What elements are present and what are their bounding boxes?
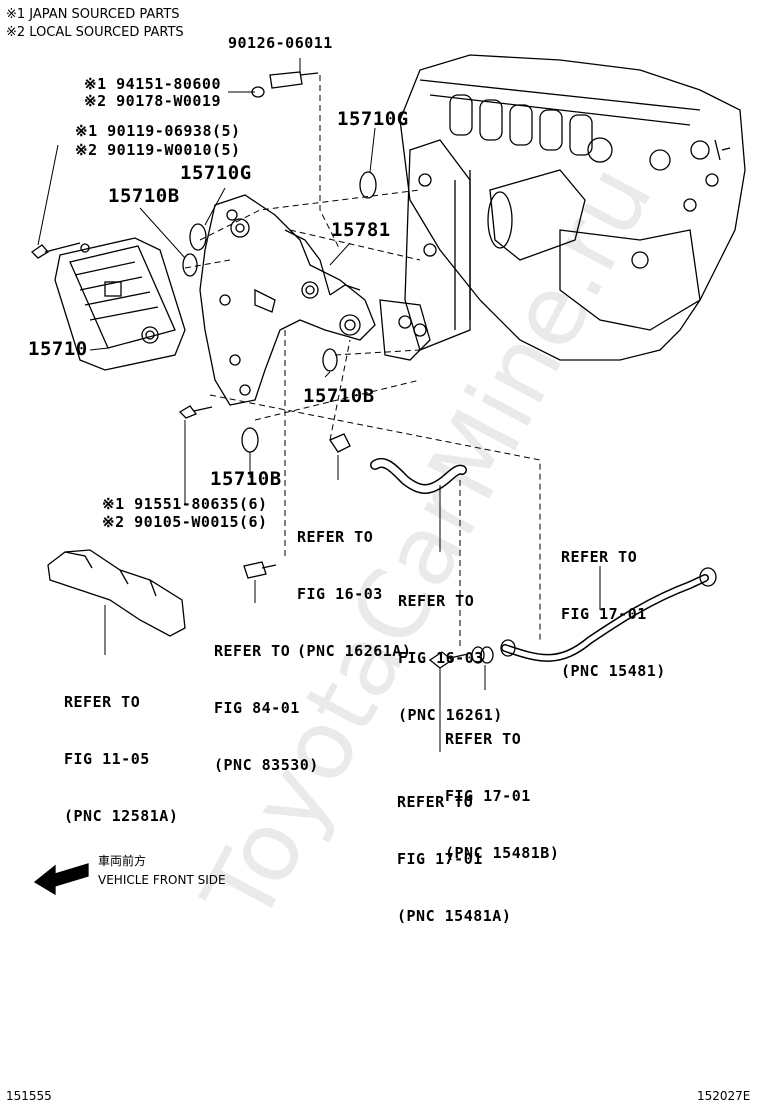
japan-sourced-note: ※1 JAPAN SOURCED PARTS bbox=[6, 7, 180, 22]
refer-12581a[interactable]: REFER TO FIG 11-05 (PNC 12581A) bbox=[64, 655, 178, 845]
part-label-90105[interactable]: ※2 90105-W0015(6) bbox=[102, 513, 268, 531]
refer-12581a-line3: (PNC 12581A) bbox=[64, 807, 179, 825]
refer-15481b-line2: FIG 17-01 bbox=[445, 787, 531, 805]
refer-15481a-line2: FIG 17-01 bbox=[397, 850, 483, 868]
part-label-15710b-mid[interactable]: 15710B bbox=[303, 385, 375, 407]
part-label-90178[interactable]: ※2 90178-W0019 bbox=[84, 92, 221, 110]
refer-15481-line3: (PNC 15481) bbox=[561, 662, 666, 680]
local-sourced-note: ※2 LOCAL SOURCED PARTS bbox=[6, 25, 184, 40]
vehicle-front-jp: 車両前方 bbox=[98, 854, 147, 868]
refer-83530-line2: FIG 84-01 bbox=[214, 699, 300, 717]
refer-16261[interactable]: REFER TO FIG 16-03 (PNC 16261) bbox=[398, 554, 503, 744]
cooler-housing-drawing bbox=[199, 194, 376, 406]
part-label-15781[interactable]: 15781 bbox=[331, 219, 391, 241]
small-parts-drawing bbox=[30, 71, 717, 669]
refer-12581a-line2: FIG 11-05 bbox=[64, 750, 150, 768]
refer-16261-line3: (PNC 16261) bbox=[398, 706, 503, 724]
refer-15481a-line1: REFER TO bbox=[397, 793, 474, 811]
part-label-94151[interactable]: ※1 94151-80600 bbox=[84, 75, 221, 93]
refer-83530[interactable]: REFER TO FIG 84-01 (PNC 83530) bbox=[214, 604, 319, 794]
part-label-15710b-low[interactable]: 15710B bbox=[210, 468, 282, 490]
refer-16261-line2: FIG 16-03 bbox=[398, 649, 484, 667]
refer-16261a-line2: FIG 16-03 bbox=[297, 585, 383, 603]
part-label-91551[interactable]: ※1 91551-80635(6) bbox=[102, 495, 268, 513]
oil-cooler-drawing bbox=[54, 237, 186, 371]
footer-code-left: 151555 bbox=[6, 1089, 52, 1103]
vehicle-front-en: VEHICLE FRONT SIDE bbox=[98, 873, 226, 887]
refer-16261-line1: REFER TO bbox=[398, 592, 475, 610]
footer-code-right: 152027E bbox=[697, 1089, 751, 1103]
part-label-15710g-left[interactable]: 15710G bbox=[180, 162, 252, 184]
refer-83530-line3: (PNC 83530) bbox=[214, 756, 319, 774]
refer-15481b-line3: (PNC 15481B) bbox=[445, 844, 560, 862]
part-label-90126[interactable]: 90126-06011 bbox=[228, 34, 333, 52]
part-label-15710b-left[interactable]: 15710B bbox=[108, 185, 180, 207]
refer-15481b-line1: REFER TO bbox=[445, 730, 522, 748]
refer-15481a-line3: (PNC 15481A) bbox=[397, 907, 512, 925]
refer-15481-line2: FIG 17-01 bbox=[561, 605, 647, 623]
refer-15481b[interactable]: REFER TO FIG 17-01 (PNC 15481B) bbox=[445, 692, 559, 882]
leader-lines bbox=[37, 58, 601, 752]
refer-16261a[interactable]: REFER TO FIG 16-03 (PNC 16261A) bbox=[297, 490, 411, 680]
part-label-90119-jp[interactable]: ※1 90119-06938(5) bbox=[75, 122, 241, 140]
vehicle-front-arrow-icon bbox=[33, 863, 89, 896]
dashed-guides bbox=[184, 75, 541, 650]
refer-15481-line1: REFER TO bbox=[561, 548, 638, 566]
part-label-15710g-right[interactable]: 15710G bbox=[337, 108, 409, 130]
engine-block-drawing bbox=[379, 54, 746, 361]
refer-15481a[interactable]: REFER TO FIG 17-01 (PNC 15481A) bbox=[397, 755, 511, 945]
refer-16261a-line1: REFER TO bbox=[297, 528, 374, 546]
refer-12581a-line1: REFER TO bbox=[64, 693, 141, 711]
refer-15481[interactable]: REFER TO FIG 17-01 (PNC 15481) bbox=[561, 510, 666, 700]
refer-83530-line1: REFER TO bbox=[214, 642, 291, 660]
part-label-90119-local[interactable]: ※2 90119-W0010(5) bbox=[75, 141, 241, 159]
part-label-15710[interactable]: 15710 bbox=[28, 338, 88, 360]
refer-16261a-line3: (PNC 16261A) bbox=[297, 642, 412, 660]
